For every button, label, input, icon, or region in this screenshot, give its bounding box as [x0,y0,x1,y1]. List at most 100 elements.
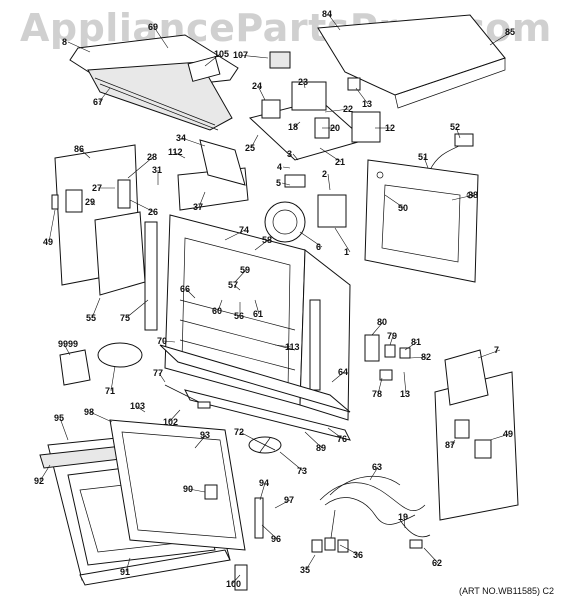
leader-line [231,574,241,585]
vent-trim-assembly [69,34,239,131]
leader-line [261,524,278,540]
transformer-assembly [248,51,367,161]
callout-67: 67 [93,87,111,107]
leader-line [409,356,428,359]
callout-label: 88 [468,190,478,200]
callout-58: 58 [254,235,272,251]
callout-23: 23 [298,77,308,89]
callout-22: 22 [324,104,353,114]
callout-label: 90 [183,484,193,494]
callout-52: 52 [450,122,461,139]
callout-100: 100 [226,574,241,589]
callout-label: 94 [259,478,269,488]
leader-line [188,488,206,493]
callout-50: 50 [384,194,408,213]
callout-19: 19 [398,512,408,529]
callout-49: 49 [43,209,56,247]
callout-label: 9999 [58,339,78,349]
callout-label: 37 [193,202,203,212]
callout-97: 97 [274,495,294,509]
leader-line [238,54,269,59]
callout-85: 85 [489,27,515,46]
callout-91: 91 [120,557,131,577]
callout-label: 58 [262,235,272,245]
callout-label: 69 [148,22,158,32]
callout-label: 70 [157,336,167,346]
callout-label: 97 [284,495,294,505]
callout-label: 12 [385,123,395,133]
callout-62: 62 [423,547,442,568]
leader-line [304,431,323,449]
callout-label: 73 [297,466,307,476]
callout-5: 5 [276,178,291,188]
leader-line [477,349,501,359]
leader-line [281,182,291,186]
leader-line [224,229,246,241]
stirrer-motor [264,174,347,243]
callout-label: 72 [234,427,244,437]
callout-34: 34 [176,133,206,147]
callout-label: 76 [337,434,347,444]
callout-label: 74 [239,225,249,235]
callout-63: 63 [369,462,382,481]
leader-line [274,344,292,348]
right-side-panel [434,349,519,521]
callout-label: 1 [344,247,349,257]
leader-line [369,466,379,481]
callout-label: 103 [130,401,145,411]
leader-line [250,134,259,149]
callout-66: 66 [180,284,196,299]
leader-line [404,341,418,351]
callout-label: 71 [105,386,115,396]
callout-59: 59 [234,265,250,283]
leader-line [384,194,405,209]
leader-line [331,371,345,383]
callout-label: 19 [398,512,408,522]
callout-label: 80 [377,317,387,327]
callout-label: 77 [153,368,163,378]
callout-88: 88 [451,190,478,201]
callout-label: 63 [372,462,382,472]
callout-label: 13 [400,389,410,399]
callout-113: 113 [274,342,300,352]
callout-79: 79 [387,331,397,346]
callout-label: 67 [93,97,103,107]
callout-55: 55 [86,297,101,323]
callout-103: 103 [130,401,146,413]
callout-label: 60 [212,306,222,316]
leader-line [234,269,247,283]
leader-line [327,13,341,31]
callout-label: 25 [245,143,255,153]
leader-line [48,209,56,243]
callout-label: 105 [214,49,229,59]
callout-36: 36 [339,544,363,560]
callout-26: 26 [129,199,158,217]
leader-line [185,288,196,299]
callout-label: 87 [445,440,455,450]
callout-label: 2 [322,169,327,179]
leader-line [403,516,406,529]
top-cover-panel [317,14,506,109]
callout-70: 70 [157,336,176,346]
callout-95: 95 [54,413,69,441]
leader-line [305,554,316,571]
sensor-probe [164,384,211,409]
leader-line [403,371,407,395]
callout-9999: 9999 [58,339,78,356]
leader-line [293,121,301,128]
callout-label: 102 [163,417,178,427]
callout-label: 84 [322,9,332,19]
callout-label: 23 [298,77,308,87]
leader-line [181,137,206,147]
callout-31: 31 [152,165,162,185]
callout-93: 93 [194,430,210,449]
leader-line [90,201,96,206]
callout-label: 81 [411,337,421,347]
leader-line [451,194,475,201]
wire-harness [311,475,431,553]
leader-line [389,335,394,346]
leader-line [158,372,166,383]
callout-label: 79 [387,331,397,341]
callout-81: 81 [404,337,421,351]
